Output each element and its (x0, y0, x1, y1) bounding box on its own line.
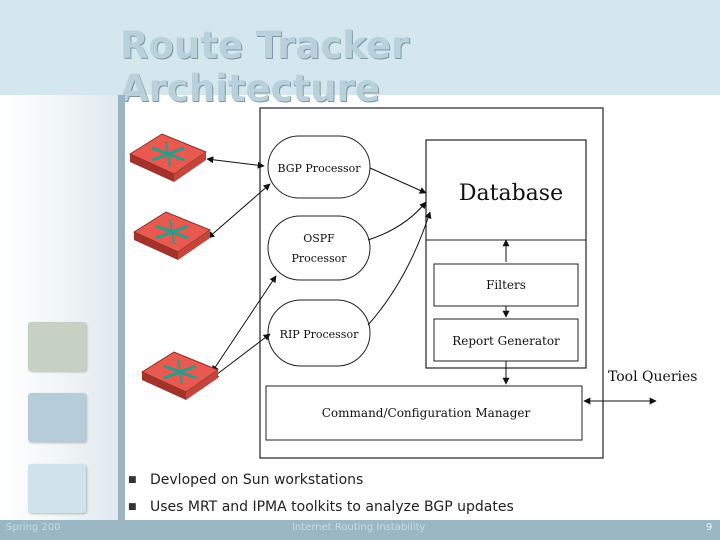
ospf-processor-label-line2: Processor (291, 252, 347, 265)
arrow (369, 167, 427, 194)
router-icon (132, 211, 212, 260)
slide-footer (0, 520, 720, 540)
rip-processor-label: RIP Processor (280, 328, 359, 341)
page-number: 9 (706, 522, 713, 533)
command-manager-label: Command/Configuration Manager (322, 406, 531, 420)
arrow (206, 156, 265, 169)
bullet-item: ■ Uses MRT and IPMA toolkits to analyze B… (128, 497, 688, 524)
arrow (207, 183, 271, 239)
router-icon (128, 133, 208, 182)
vertical-divider (118, 95, 125, 520)
tool-queries-label: Tool Queries (608, 369, 697, 385)
bgp-processor: BGP Processor (267, 135, 371, 199)
database-label: Database (459, 181, 563, 206)
decorative-square (28, 322, 86, 371)
arrow (367, 201, 427, 241)
left-decoration-band (0, 95, 118, 520)
report-generator-box (433, 318, 579, 362)
bullet-marker-icon: ■ (128, 502, 137, 512)
slide-title: Route Tracker Architecture (120, 24, 410, 110)
footer-left-text: Spring 200 (6, 522, 61, 533)
decorative-square (28, 393, 86, 442)
rip-processor: RIP Processor (267, 299, 371, 367)
decorative-square (28, 464, 86, 513)
bullet-text: Uses MRT and IPMA toolkits to analyze BG… (150, 499, 514, 515)
bullet-item: ■ Devloped on Sun workstations (128, 470, 688, 497)
arrow (211, 275, 277, 373)
slide-header (0, 0, 720, 95)
architecture-diagram: BGP Processor OSPF Processor RIP Process… (128, 107, 697, 459)
ospf-processor: OSPF Processor (267, 215, 371, 281)
bullet-list: ■ Devloped on Sun workstations ■ Uses MRT … (128, 470, 688, 524)
filters-label: Filters (486, 278, 526, 292)
report-generator-label: Report Generator (452, 334, 560, 348)
footer-center-text: Internet Routing Instability (292, 522, 426, 533)
router-icon (140, 351, 220, 400)
arrow (367, 211, 432, 326)
bullet-marker-icon: ■ (128, 475, 137, 485)
bullet-text: Devloped on Sun workstations (150, 472, 364, 488)
bgp-processor-label: BGP Processor (277, 162, 361, 175)
command-manager-box (265, 385, 583, 441)
ospf-processor-label-line1: OSPF (303, 232, 335, 245)
